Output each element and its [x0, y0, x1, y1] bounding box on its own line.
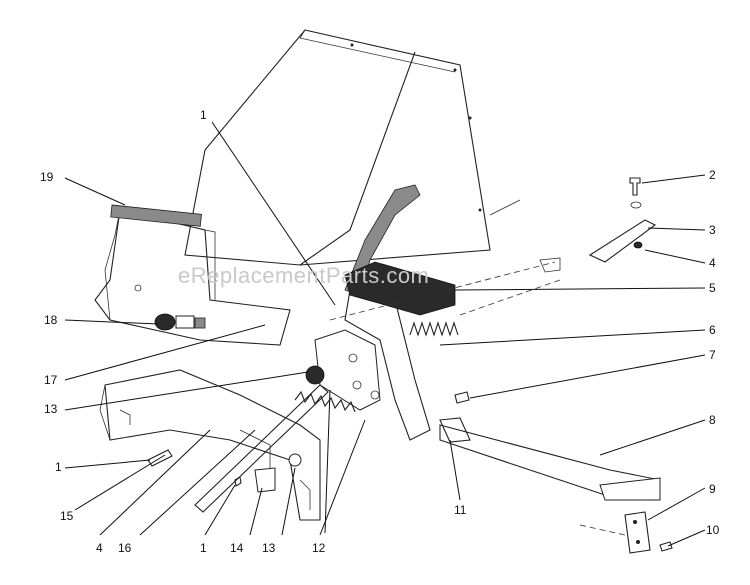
callout-4-bottom: 4 — [96, 541, 103, 555]
pivot-bracket — [314, 329, 381, 411]
callout-5: 5 — [709, 281, 716, 295]
callout-15: 15 — [60, 509, 74, 523]
callout-9: 9 — [709, 482, 716, 496]
pin-1-bottom — [234, 476, 242, 487]
plate-9 — [624, 511, 651, 554]
hardware-right — [539, 177, 657, 273]
callout-1-bottom: 1 — [200, 541, 207, 555]
callout-numbers: 1 2 3 4 5 6 7 8 9 10 11 12 13 14 13 15 1… — [40, 108, 720, 555]
callout-19: 19 — [40, 170, 54, 184]
callout-16: 16 — [118, 541, 132, 555]
bushing-13 — [305, 365, 325, 385]
base-plate — [99, 369, 321, 521]
leader-lines — [64, 121, 706, 547]
bolt-2 — [629, 177, 641, 196]
callout-3: 3 — [709, 223, 716, 237]
bushing-13-lower — [288, 453, 302, 467]
plate-19 — [110, 204, 202, 227]
callout-1-left: 1 — [55, 460, 62, 474]
left-bracket — [94, 204, 291, 346]
rod-16 — [194, 384, 329, 513]
bolt-7 — [454, 391, 470, 404]
bolt-10 — [659, 541, 673, 552]
rod-8 — [439, 417, 661, 501]
watermark: eReplacementParts.com — [178, 263, 429, 288]
bracket-3 — [588, 219, 657, 263]
callout-7: 7 — [709, 348, 716, 362]
callout-10: 10 — [706, 523, 720, 537]
callout-11: 11 — [454, 503, 467, 517]
callout-13-left: 13 — [44, 402, 58, 416]
callout-1-top: 1 — [200, 108, 207, 122]
nut-4 — [633, 241, 643, 249]
callout-17: 17 — [44, 373, 58, 387]
spring-6 — [409, 321, 459, 337]
callout-12: 12 — [312, 541, 326, 555]
callout-8: 8 — [709, 413, 716, 427]
callout-6: 6 — [709, 323, 716, 337]
hardware-bottom-right — [624, 511, 673, 554]
handle-5 — [344, 261, 456, 316]
callout-4-right: 4 — [709, 256, 716, 270]
callout-18: 18 — [44, 313, 58, 327]
callout-2: 2 — [709, 168, 716, 182]
knob-18 — [154, 313, 206, 331]
bracket-14 — [254, 467, 276, 493]
chute-panel — [184, 29, 521, 266]
callout-13-bottom: 13 — [262, 541, 276, 555]
phantom-lines — [329, 261, 626, 536]
callout-14: 14 — [230, 541, 244, 555]
spring-12 — [294, 390, 356, 413]
